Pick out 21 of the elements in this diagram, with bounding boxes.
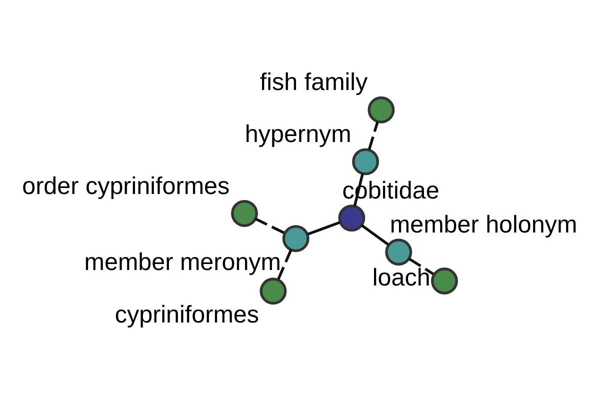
- node-label: hypernym: [244, 120, 352, 148]
- connector: [307, 220, 340, 235]
- node-circle: [231, 199, 258, 226]
- node-label: fish family: [260, 68, 368, 96]
- node-circle: [338, 204, 366, 232]
- node-circle: [431, 267, 458, 294]
- connector: [277, 248, 292, 280]
- connector: [360, 224, 389, 246]
- node-circle: [385, 238, 412, 266]
- node-label: order cypriniformes: [22, 172, 230, 200]
- connector: [368, 120, 379, 150]
- node-circle: [282, 224, 310, 252]
- node-label: cypriniformes: [114, 301, 260, 328]
- node-circle: [368, 96, 395, 123]
- node-label: member meronym: [84, 248, 282, 276]
- node-label: loach: [372, 264, 430, 292]
- connector: [408, 257, 434, 275]
- node-circle: [260, 277, 287, 304]
- node-circle: [352, 148, 380, 175]
- node-label: member holonym: [390, 210, 578, 238]
- connector: [255, 217, 285, 234]
